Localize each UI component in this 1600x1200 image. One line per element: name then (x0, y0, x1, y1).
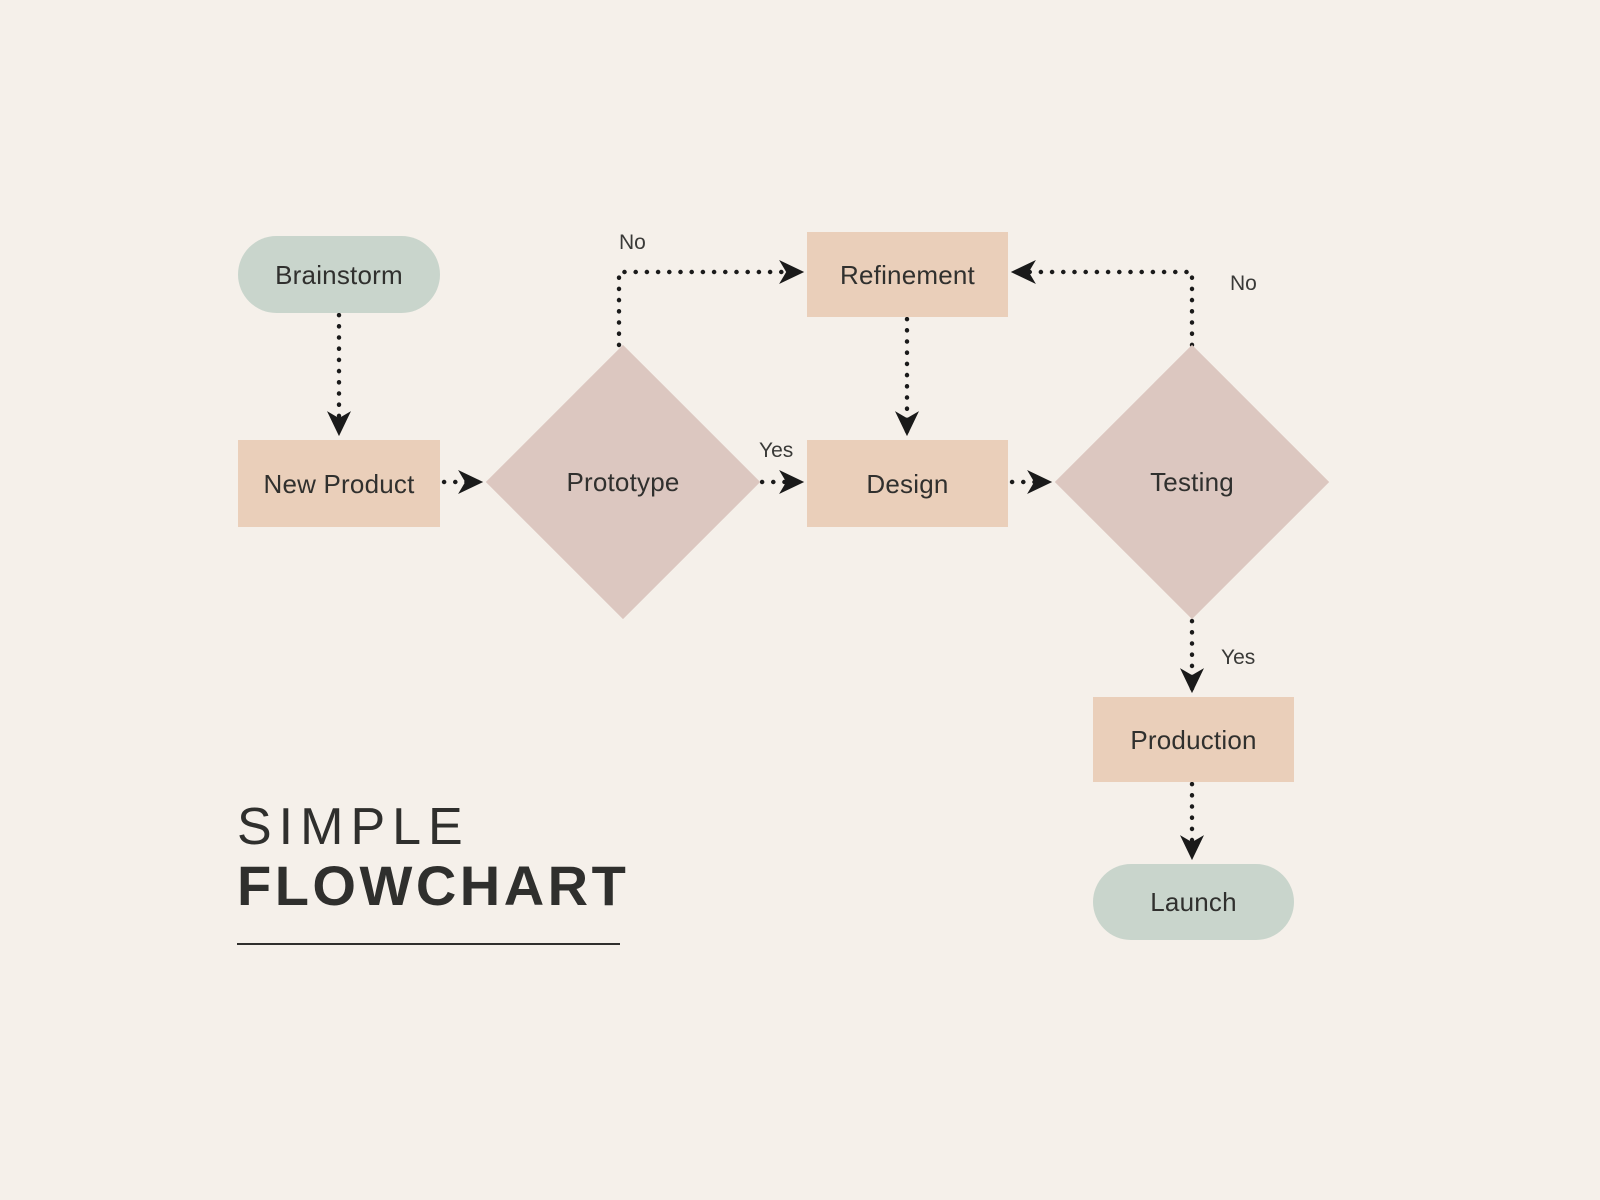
edge-label-no-testing: No (1230, 272, 1257, 295)
title-block: SIMPLE FLOWCHART (237, 798, 657, 946)
node-production-label: Production (1130, 724, 1257, 755)
node-prototype-label: Prototype (566, 467, 680, 497)
node-production[interactable]: Production (1093, 697, 1294, 782)
node-testing-label: Testing (1150, 467, 1234, 497)
node-new-product[interactable]: New Product (238, 440, 440, 527)
node-design[interactable]: Design (807, 440, 1008, 527)
node-design-label: Design (866, 468, 949, 499)
node-brainstorm[interactable]: Brainstorm (238, 236, 440, 313)
title-line-flowchart: FLOWCHART (237, 853, 630, 917)
node-refinement[interactable]: Refinement (807, 232, 1008, 317)
edge-prototype-no-refinement (616, 259, 805, 348)
title-underline (237, 943, 620, 946)
node-brainstorm-label: Brainstorm (275, 259, 403, 290)
title-line-simple: SIMPLE (237, 798, 470, 856)
node-prototype[interactable]: Prototype (485, 344, 761, 620)
edge-label-no-prototype: No (619, 231, 646, 254)
node-launch-label: Launch (1150, 887, 1237, 917)
edge-label-yes-production: Yes (1221, 646, 1256, 669)
node-refinement-label: Refinement (840, 259, 975, 290)
edge-testing-no-refinement (1010, 259, 1195, 348)
node-testing[interactable]: Testing (1054, 344, 1330, 620)
node-new-product-label: New Product (263, 468, 415, 499)
edge-label-yes-design: Yes (759, 439, 794, 462)
node-launch[interactable]: Launch (1093, 864, 1294, 940)
